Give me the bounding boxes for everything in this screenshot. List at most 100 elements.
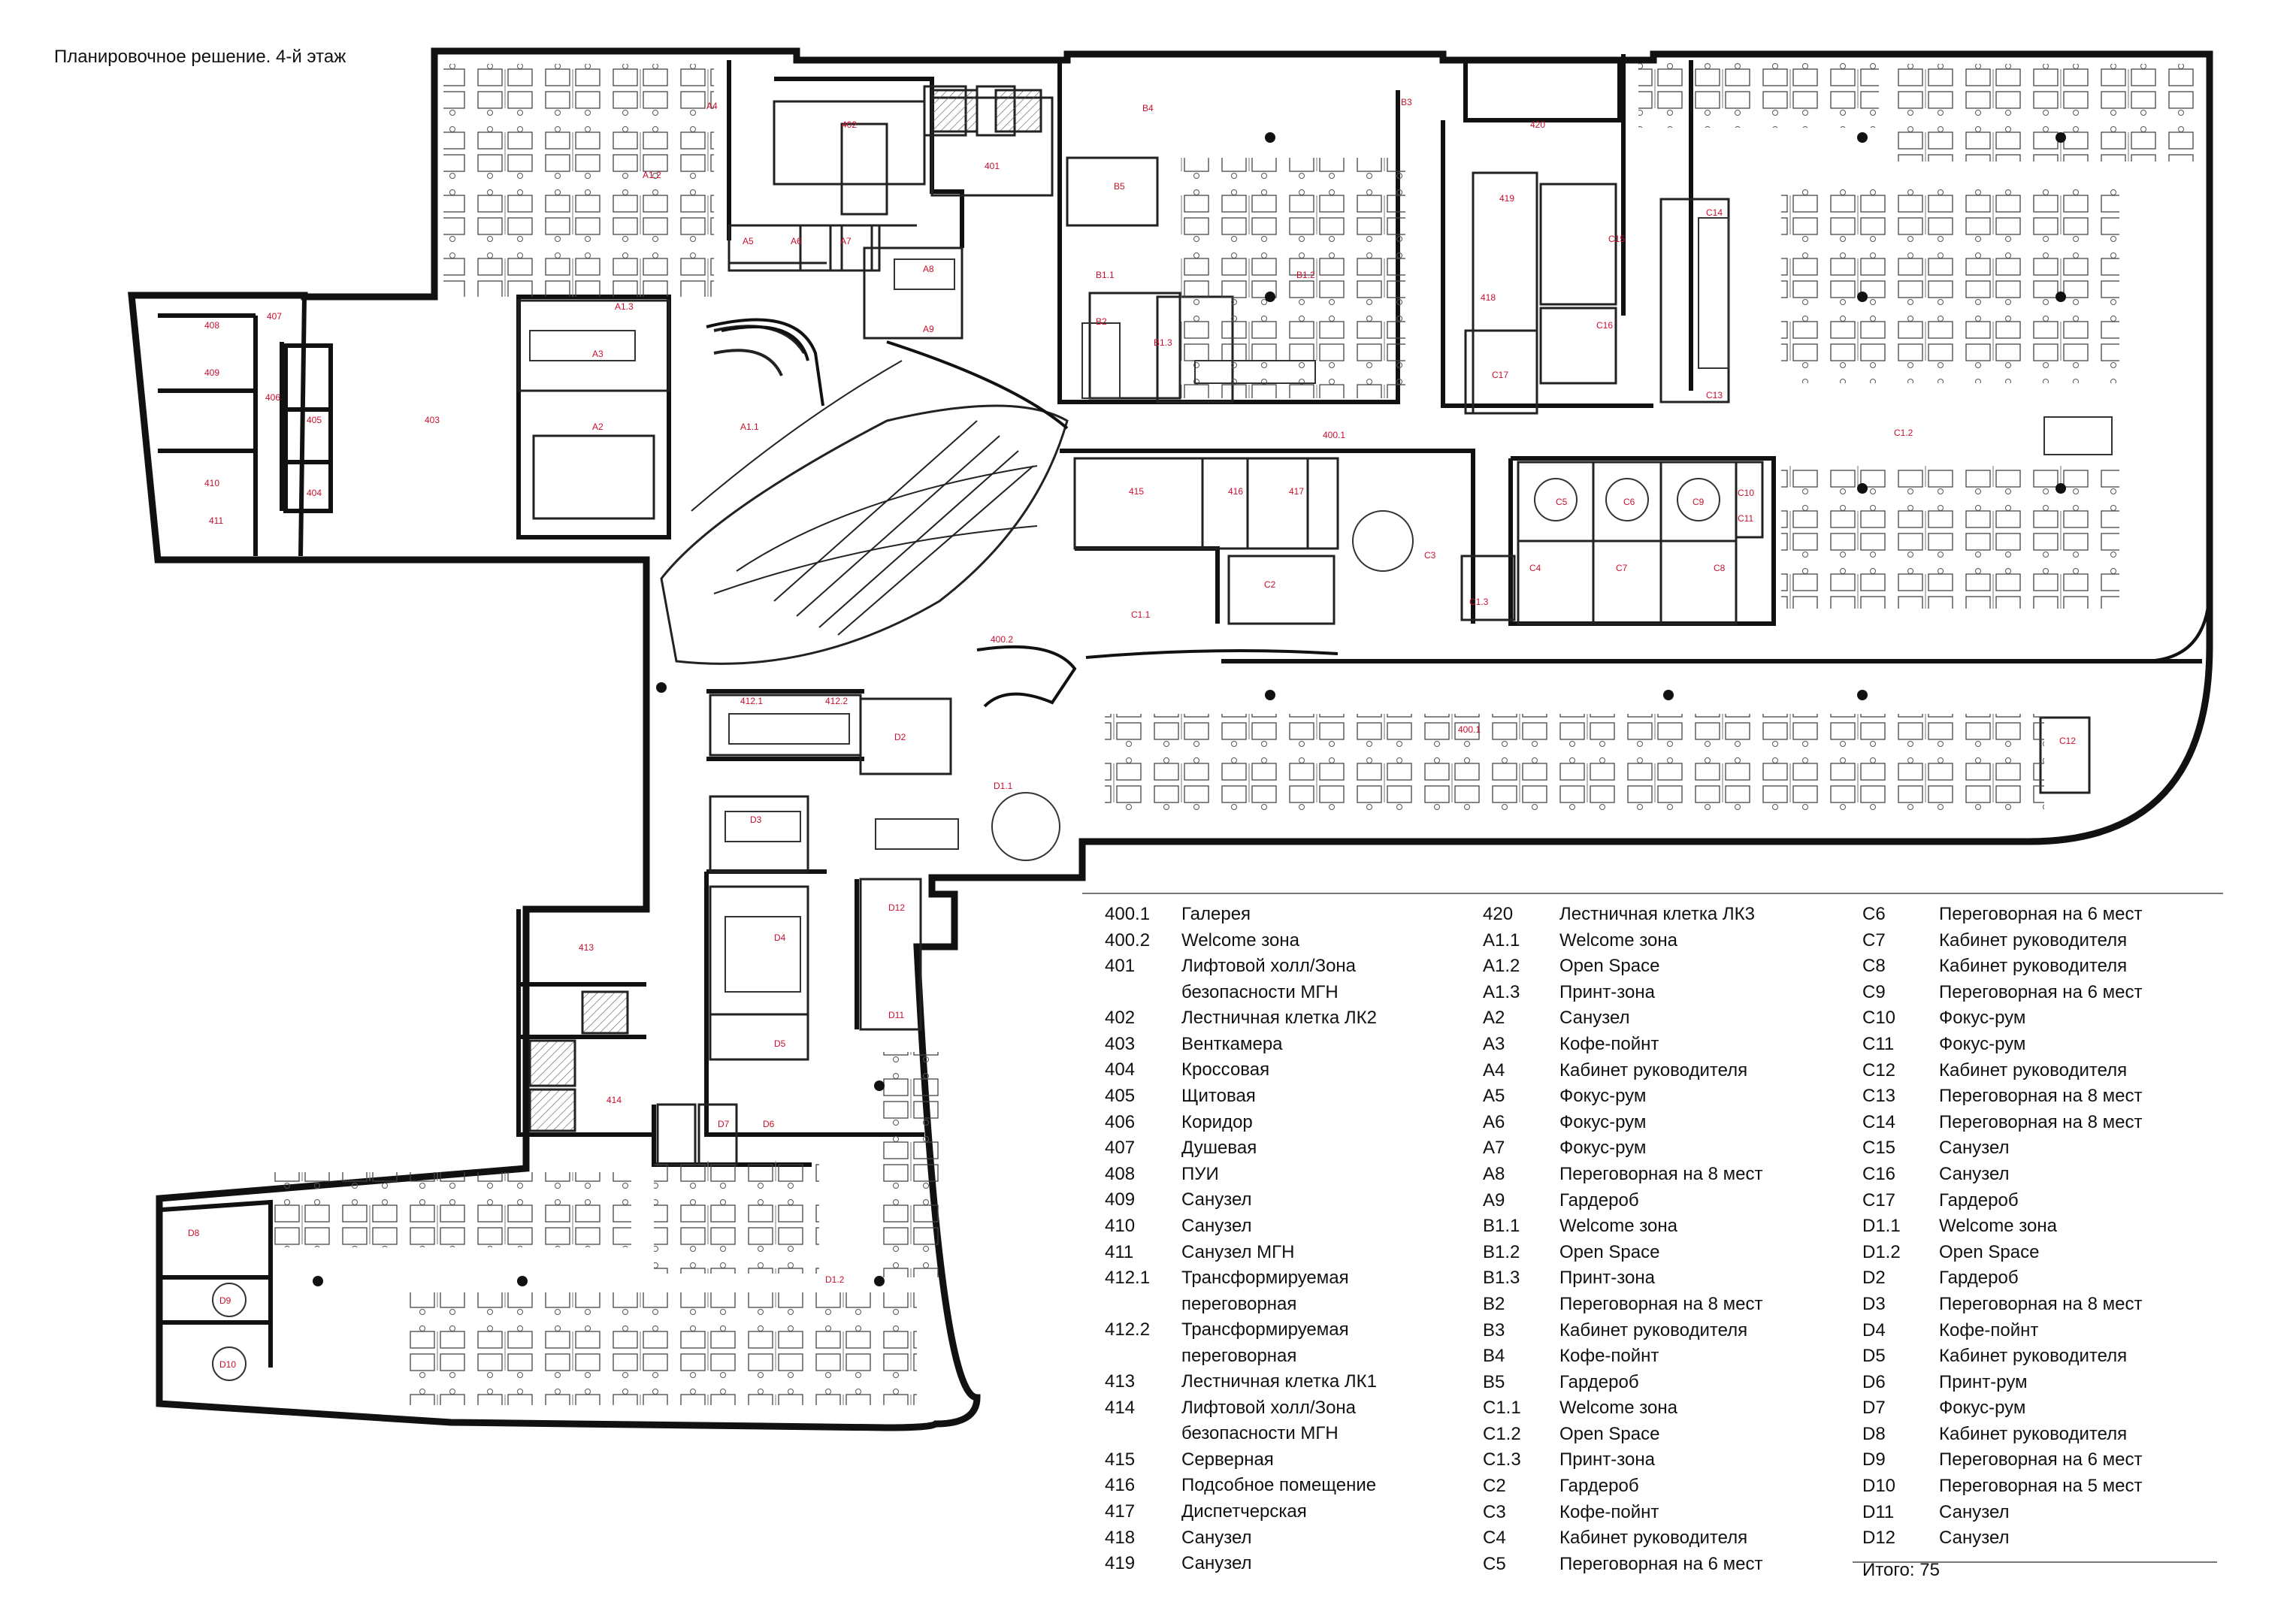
legend-name: Диспетчерская: [1181, 1501, 1307, 1522]
legend-name: Принт-рум: [1939, 1371, 2028, 1392]
room-label: 404: [307, 488, 322, 498]
legend-name: Галерея: [1181, 904, 1251, 924]
legend-name: Гардероб: [1559, 1371, 1639, 1392]
legend-code: D1.1: [1862, 1216, 1901, 1237]
room-label: C12: [2059, 736, 2076, 746]
room-label: B3: [1401, 97, 1412, 107]
room-label: A5: [743, 236, 754, 246]
room-label: 412.1: [740, 696, 763, 706]
legend-code: 417: [1105, 1501, 1136, 1522]
legend-name: Фокус-рум: [1939, 1033, 2026, 1054]
legend-code: C11: [1862, 1033, 1895, 1054]
legend-code: 401: [1105, 956, 1136, 977]
room-label: D3: [750, 815, 762, 825]
room-label: 400.1: [1323, 430, 1345, 440]
legend-code: 408: [1105, 1163, 1136, 1184]
room-label: D12: [888, 902, 905, 913]
legend-name: Щитовая: [1181, 1085, 1256, 1106]
room-label: C9: [1693, 497, 1705, 507]
legend-code: B4: [1483, 1346, 1505, 1367]
room-label: 412.2: [825, 696, 848, 706]
room-label: 411: [209, 515, 223, 526]
legend-name: Переговорная на 6 мест: [1939, 981, 2143, 1002]
legend-code: 416: [1105, 1475, 1136, 1496]
room-label: 415: [1129, 486, 1144, 497]
legend-code: 420: [1483, 904, 1514, 924]
legend-code: 406: [1105, 1111, 1136, 1132]
partitions: [517, 85, 2091, 1166]
legend-code: D1.2: [1862, 1241, 1901, 1262]
legend-code: A7: [1483, 1138, 1505, 1159]
room-label: A9: [923, 324, 934, 334]
legend-name: Санузел: [1181, 1527, 1252, 1548]
legend-code: C10: [1862, 1008, 1896, 1029]
legend-code: C7: [1862, 929, 1886, 951]
legend-name: Переговорная на 8 мест: [1559, 1293, 1763, 1314]
room-label: 408: [204, 320, 219, 331]
legend-code: 413: [1105, 1371, 1136, 1392]
legend-code: 412.2: [1105, 1319, 1151, 1340]
room-label: A1.3: [615, 301, 634, 312]
legend-code: A3: [1483, 1033, 1505, 1054]
legend-name: Принт-зона: [1559, 1268, 1655, 1289]
room-label: A4: [706, 101, 718, 111]
legend-name: Фокус-рум: [1559, 1086, 1647, 1107]
legend-code: C17: [1862, 1189, 1896, 1210]
legend-name: Санузел: [1181, 1189, 1252, 1210]
legend-code: D9: [1862, 1449, 1886, 1470]
legend-code: A9: [1483, 1189, 1505, 1210]
legend-name: ПУИ: [1181, 1163, 1219, 1184]
legend-name: Welcome зона: [1559, 929, 1677, 951]
room-label: C2: [1264, 579, 1276, 590]
room-label: D2: [894, 732, 906, 742]
legend-name: Кабинет руководителя: [1939, 1059, 2128, 1080]
room-label: A8: [923, 264, 934, 274]
legend-name: Гардероб: [1939, 1189, 2019, 1210]
legend-code: 409: [1105, 1189, 1136, 1210]
legend-name: Коридор: [1181, 1111, 1253, 1132]
legend-code: C13: [1862, 1086, 1896, 1107]
page-title: Планировочное решение. 4-й этаж: [54, 47, 346, 67]
room-label: B2: [1096, 316, 1107, 327]
legend-divider: [1082, 893, 2223, 894]
legend-code: D2: [1862, 1268, 1886, 1289]
legend-code: 404: [1105, 1059, 1136, 1080]
legend-code: D7: [1862, 1398, 1886, 1419]
legend-code: D3: [1862, 1293, 1886, 1314]
legend-code: D4: [1862, 1319, 1886, 1340]
room-label: D11: [888, 1010, 904, 1020]
legend-code: 410: [1105, 1215, 1136, 1236]
legend-name: Санузел: [1939, 1528, 2010, 1549]
room-label: D5: [774, 1038, 786, 1049]
legend-name: Серверная: [1181, 1449, 1274, 1470]
legend-code: C5: [1483, 1553, 1506, 1574]
legend-code: 414: [1105, 1397, 1136, 1418]
legend-name: Гардероб: [1939, 1268, 2019, 1289]
legend-name: Open Space: [1559, 1241, 1660, 1262]
legend-name: Фокус-рум: [1559, 1138, 1647, 1159]
legend-name: Кофе-пойнт: [1559, 1346, 1659, 1367]
legend-code: 419: [1105, 1553, 1136, 1574]
room-label: C10: [1738, 488, 1754, 498]
room-label: C3: [1424, 550, 1436, 561]
room-label: D9: [219, 1295, 231, 1306]
legend-code: 418: [1105, 1527, 1136, 1548]
legend-name: Welcome зона: [1559, 1398, 1677, 1419]
legend-code: C1.1: [1483, 1398, 1521, 1419]
legend-code: D5: [1862, 1346, 1886, 1367]
room-label: 406: [265, 392, 280, 403]
legend-code: A2: [1483, 1008, 1505, 1029]
room-label: 416: [1228, 486, 1243, 497]
room-label: D4: [774, 932, 786, 943]
room-label: D6: [763, 1119, 775, 1129]
legend-code: D6: [1862, 1371, 1886, 1392]
legend-code: 402: [1105, 1008, 1136, 1029]
room-label: 400.1: [1458, 724, 1481, 735]
legend-name: Кабинет руководителя: [1939, 929, 2128, 951]
legend-name: Кабинет руководителя: [1939, 1346, 2128, 1367]
room-label: C11: [1738, 513, 1753, 524]
legend-code: 407: [1105, 1138, 1136, 1159]
stairs-lifts: [528, 89, 1042, 1132]
